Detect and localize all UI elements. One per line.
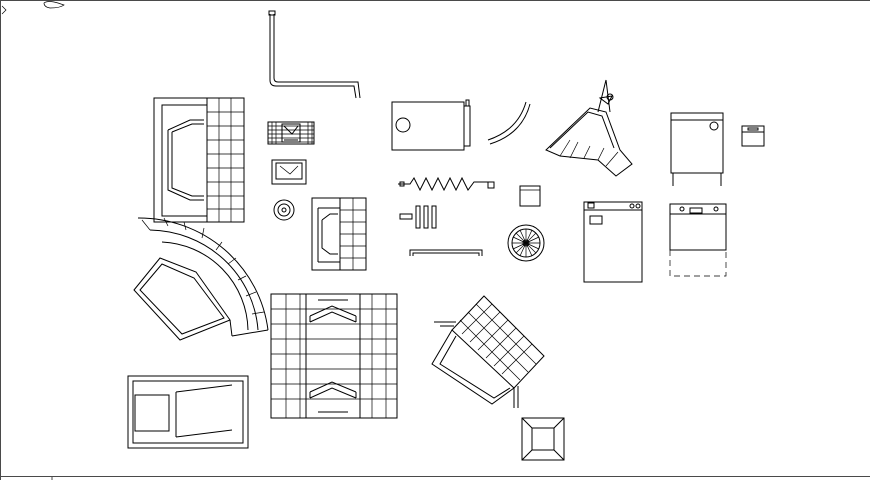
curved-sectional-sofa (133, 217, 269, 341)
round-fan (507, 224, 545, 262)
rotated-tiled-sofa (431, 295, 545, 408)
tiled-sofa-upper-left (153, 97, 245, 223)
curved-handrail (487, 101, 531, 145)
refrigerator (670, 112, 724, 186)
shower-fixture (545, 79, 633, 177)
coffee-table (127, 375, 249, 449)
tiled-armchair (311, 197, 367, 271)
round-knob (273, 199, 295, 221)
grab-bar-l-shaped (268, 10, 361, 99)
radiator-grille (267, 121, 315, 145)
dishwasher (669, 203, 727, 277)
comb-fixture (399, 205, 437, 229)
spring-element (398, 176, 495, 192)
small-cabinet (741, 125, 765, 147)
washing-machine (583, 201, 643, 283)
tiled-double-sofa (270, 293, 398, 419)
straight-handrail (409, 249, 483, 256)
small-appliance (271, 159, 307, 185)
water-heater (391, 99, 471, 151)
small-square (519, 185, 541, 207)
square-ottoman (521, 417, 565, 461)
